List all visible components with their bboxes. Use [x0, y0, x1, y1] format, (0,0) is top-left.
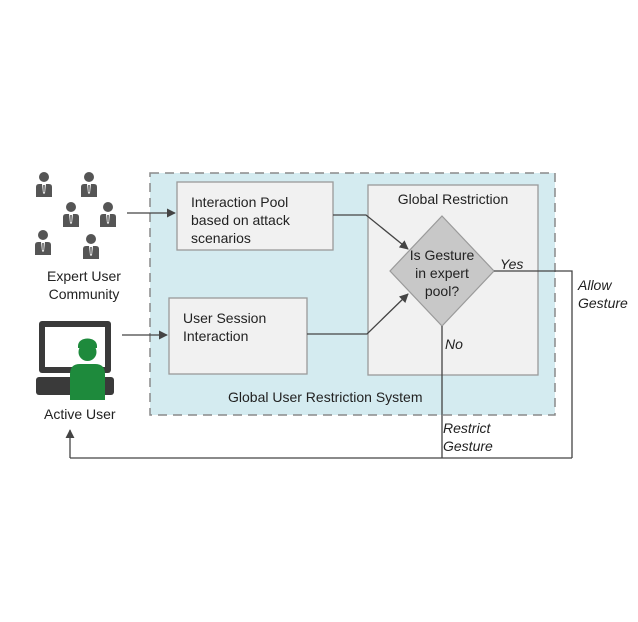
interaction-pool-box — [176, 181, 334, 251]
yes-label: Yes — [500, 256, 524, 272]
yes-branch-line — [494, 270, 573, 458]
system-label: Global User Restriction System — [228, 389, 423, 405]
expert-community-label: Expert User Community — [47, 268, 121, 302]
restrict-gesture-label: Restrict Gesture — [443, 420, 493, 454]
arrow-pool-to-decision — [333, 214, 409, 250]
active-user-label: Active User — [44, 406, 116, 422]
arrow-session-to-decision — [307, 293, 409, 335]
global-restriction-title: Global Restriction — [397, 191, 509, 207]
user-session-label: User Session Interaction — [183, 310, 267, 344]
no-label: No — [445, 336, 463, 352]
active-user-icon — [36, 321, 114, 400]
user-session-box — [168, 297, 308, 375]
decision-label: Is Gesture in expert pool? — [409, 247, 475, 299]
allow-gesture-label: Allow Gesture — [578, 277, 628, 311]
interaction-pool-label: Interaction Pool based on attack scenari… — [191, 194, 290, 246]
expert-community-icon — [35, 172, 116, 259]
